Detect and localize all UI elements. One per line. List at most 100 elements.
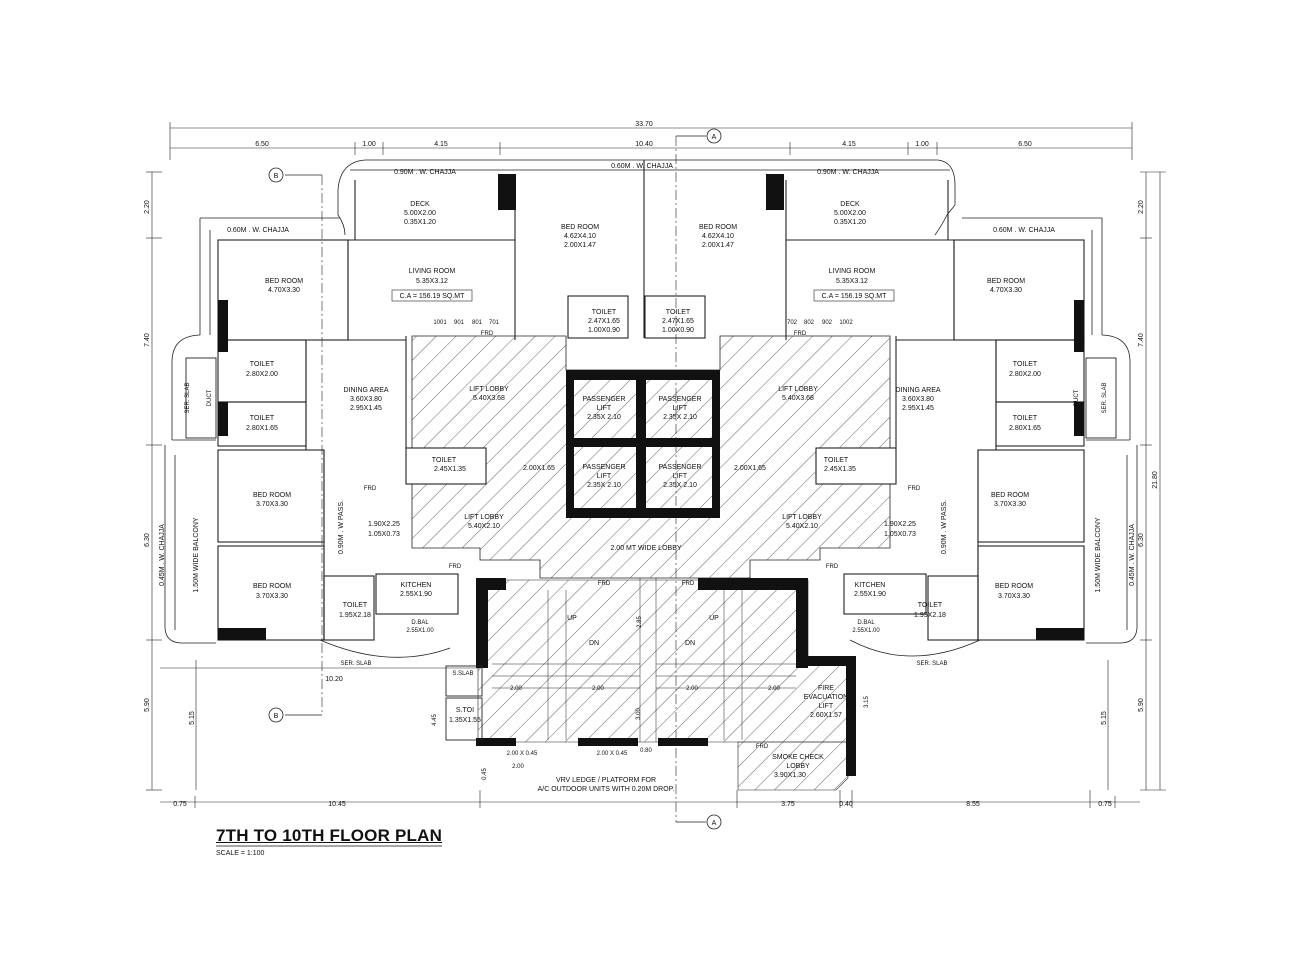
left-deck-title: DECK [410,201,430,208]
left-unit-no-3: 801 [472,320,483,326]
right-carpet-area: C.A = 156.19 SQ.MT [822,293,888,300]
right-ser-slab-2: SER. SLAB [916,661,947,667]
left-ser-slab: SER. SLAB [185,382,191,413]
lobby-br-title: LIFT LOBBY [782,514,822,521]
left-duct: DUCT [207,389,213,406]
right-deck-title: DECK [840,201,860,208]
dim-top-seg1: 6.50 [255,141,269,148]
frd-2: FRD [794,331,807,337]
left-toilet4-dim: 1.95X2.18 [339,612,371,619]
smoke-lobby-dim: 3.90X1.30 [774,772,806,779]
lift1-title: PASSENGER [582,396,625,403]
duct-right [1085,357,1117,439]
right-pass-dim2: 1.05X0.73 [884,531,916,538]
core-bed-right-dim1: 4.62X4.10 [702,233,734,240]
lift2-title: PASSENGER [658,396,701,403]
right-bed-top-dim: 4.70X3.30 [990,287,1022,294]
stair-dn-left: DN [589,640,599,647]
dim-315: 3.15 [864,696,870,708]
right-toilet2-dim: 2.80X1.65 [1009,425,1041,432]
frd-3: FRD [364,486,377,492]
right-balcony: 1.50M WIDE BALCONY [1095,517,1102,592]
frd-9: FRD [756,744,769,750]
building-outline [164,159,1138,658]
right-toilet4-title: TOILET [918,602,943,609]
left-dining-dim1: 3.60X3.80 [350,396,382,403]
frd-1: FRD [481,331,494,337]
page-title: 7TH TO 10TH FLOOR PLAN [216,826,443,845]
stair-dn-right: DN [685,640,695,647]
dim-080: 0.80 [640,748,652,754]
rcc-walls [218,174,1084,776]
right-bed-mid-dim: 3.70X3.30 [994,501,1026,508]
stair-treads [492,578,796,742]
core-bed-left-title: BED ROOM [561,224,599,231]
top-dimension-chain [169,122,1133,160]
dim-top-seg4: 10.40 [635,141,653,148]
right-w-pass: 0.90M . W PASS. [941,500,948,554]
left-bed-mid-dim: 3.70X3.30 [256,501,288,508]
left-unit-no-1: 1001 [433,320,447,326]
s-toi-title: S.TOI [456,707,474,714]
dim-200-e: 2.00 [512,764,524,770]
fire-lift-dim: 2.60X1.57 [810,712,842,719]
left-carpet-box [391,289,473,302]
right-dimension-chain [1107,171,1166,791]
dim-right-d1: 2.20 [1138,200,1145,214]
chajja-top-center: 0.60M . W. CHAJJA [611,163,673,170]
right-living-dim: 5.35X3.12 [836,278,868,285]
lift4-dim: 2.35X 2.10 [663,482,697,489]
bottom-dimension-chain [160,790,1140,808]
left-toilet4-title: TOILET [343,602,368,609]
section-marker-b-bottom-label: B [274,713,279,720]
section-marker-a-bottom [706,814,722,830]
section-marker-b-top [268,167,284,183]
lift1-dim: 2.35X 2.10 [587,414,621,421]
left-toilet3-dim: 2.45X1.35 [434,466,466,473]
scale-note: SCALE = 1:100 [216,850,265,857]
right-living-title: LIVING ROOM [829,268,876,275]
right-kitchen-dim: 2.55X1.90 [854,591,886,598]
right-dbal-title: D.BAL [857,620,875,626]
right-toilet1-dim: 2.80X2.00 [1009,371,1041,378]
left-chajja-top: 0.90M . W. CHAJJA [394,169,456,176]
lift3-sub: LIFT [597,473,612,480]
wide-lobby: 2.00 MT WIDE LOBBY [610,545,681,552]
left-pass-dim1: 1.90X2.25 [368,521,400,528]
right-deck-dim1: 5.00X2.00 [834,210,866,217]
right-ser-slab: SER. SLAB [1102,382,1108,413]
dim-left-d1: 2.20 [144,200,151,214]
lift2-sub: LIFT [673,405,688,412]
left-chajja-wing: 0.60M . W. CHAJJA [227,227,289,234]
pass-right: 2.00X1.65 [734,465,766,472]
dim-right-d2: 7.40 [1138,333,1145,347]
core-bed-right-dim2: 2.00X1.47 [702,242,734,249]
smoke-lobby-line1: SMOKE CHECK [772,754,824,761]
right-chajja-top: 0.90M . W. CHAJJA [817,169,879,176]
core-toilet-left-dim2: 1.00X0.90 [588,327,620,334]
stair-up-right: UP [709,615,719,622]
right-bed-mid-title: BED ROOM [991,492,1029,499]
dim-top-total: 33.70 [635,121,653,128]
right-bed-top-title: BED ROOM [987,278,1025,285]
right-unit-no-4: 1002 [839,320,853,326]
lift1-sub: LIFT [597,405,612,412]
lobby-bl-dim: 5.40X2.10 [468,523,500,530]
dim-left-d3: 6.30 [144,533,151,547]
right-dining-title: DINING AREA [895,387,940,394]
vrv-note-2: A/C OUTDOOR UNITS WITH 0.20M DROP. [538,786,675,793]
left-bed-low-title: BED ROOM [253,583,291,590]
lift-lobby-hatch [411,335,891,579]
interior-walls [217,160,1085,641]
lift2-dim: 2.35X 2.10 [663,414,697,421]
section-marker-a-top [706,128,722,144]
right-toilet3-title: TOILET [824,457,849,464]
right-deck-dim2: 0.35X1.20 [834,219,866,226]
lobby-bl-title: LIFT LOBBY [464,514,504,521]
left-w-chajja: 0.45M . W. CHAJJA [159,524,166,586]
dim-bottom-seg3: 3.75 [781,801,795,808]
right-carpet-box [813,289,895,302]
dim-right-d3: 6.30 [1138,533,1145,547]
left-unit-no-4: 701 [489,320,500,326]
